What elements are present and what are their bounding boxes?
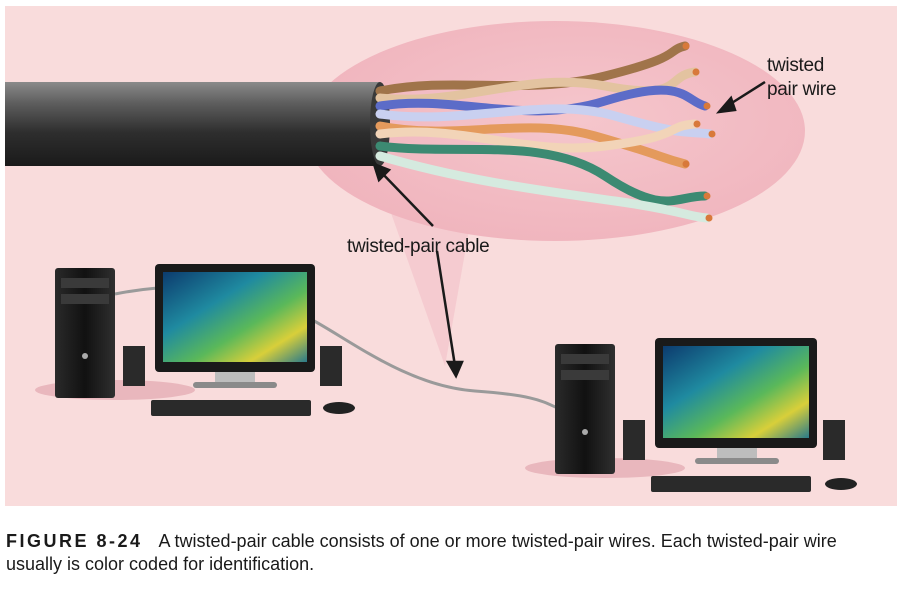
cable-icon — [5, 82, 390, 166]
computer-right — [525, 338, 857, 492]
figure-illustration: twisted pair wire twisted-pair cable — [5, 6, 897, 506]
figure-number: FIGURE 8-24 — [6, 531, 143, 551]
caption-text: A twisted-pair cable consists of one or … — [6, 531, 837, 574]
twisted-pair-wires — [375, 41, 716, 223]
speaker-icon — [623, 420, 645, 460]
network-illustration — [5, 21, 857, 492]
computer-left — [35, 264, 355, 416]
speaker-icon — [823, 420, 845, 460]
magnifier-cone — [385, 196, 475, 366]
twisted-pair-cable-label: twisted-pair cable — [347, 236, 490, 257]
keyboard-icon — [651, 476, 811, 492]
twisted-pair-wire-label: twisted pair wire — [767, 55, 837, 100]
mouse-icon — [323, 402, 355, 414]
keyboard-icon — [151, 400, 311, 416]
speaker-icon — [320, 346, 342, 386]
mouse-icon — [825, 478, 857, 490]
speaker-icon — [123, 346, 145, 386]
label-arrows — [372, 80, 766, 379]
